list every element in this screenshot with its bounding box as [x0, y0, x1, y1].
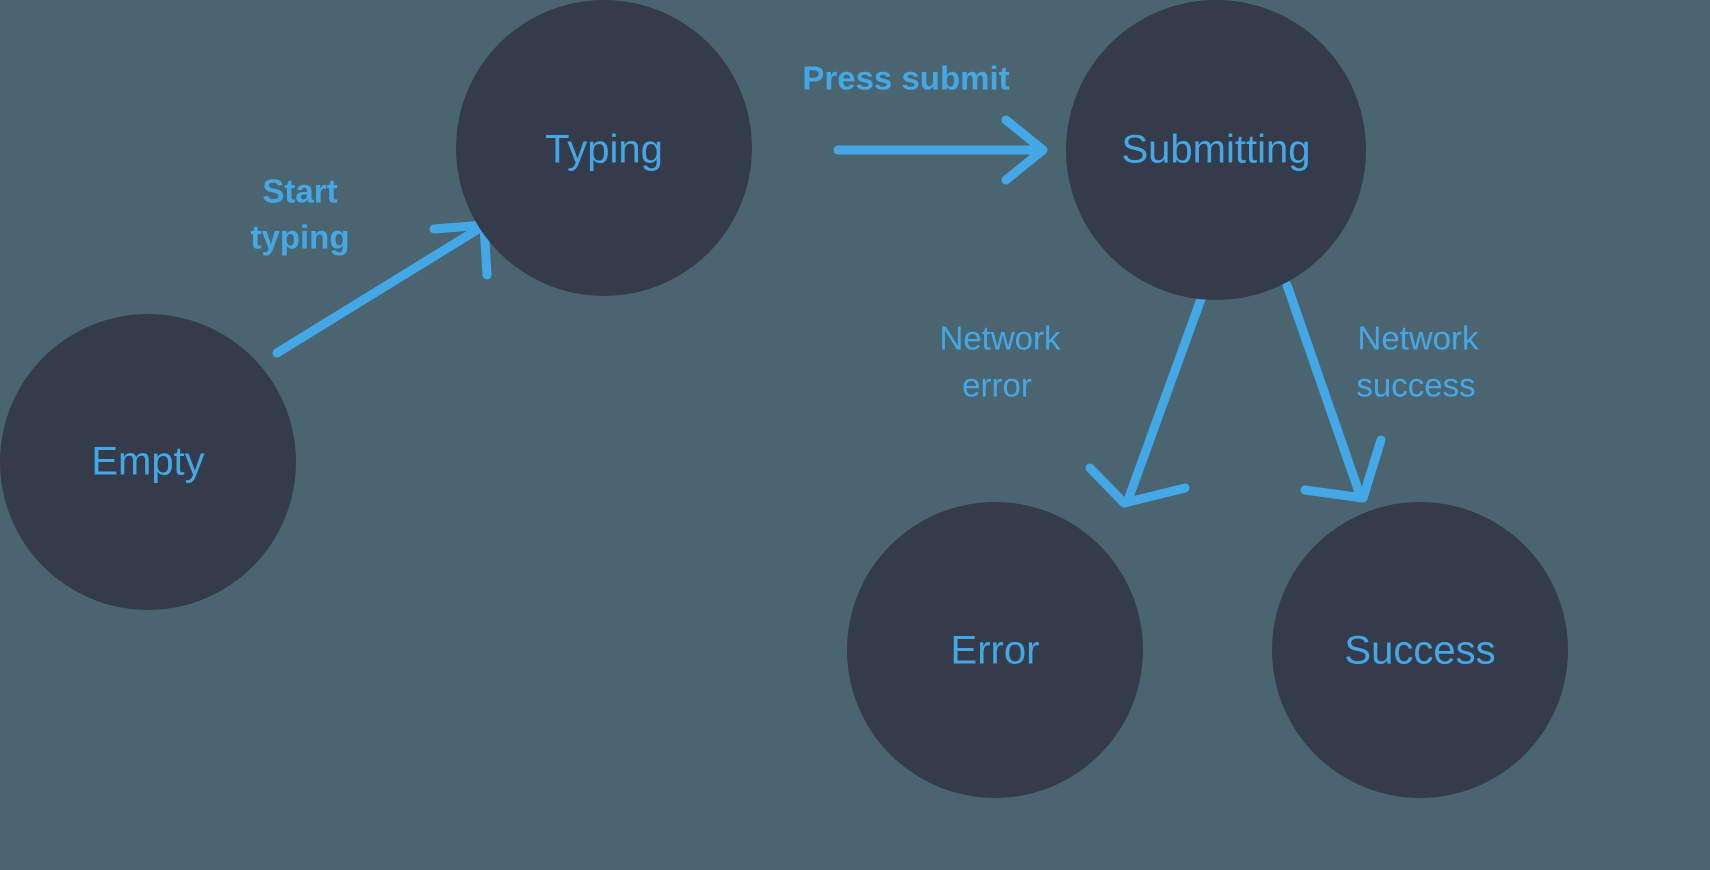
edge-label-network-success-line2: success — [1356, 367, 1475, 404]
edge-typing-to-submitting-arrowhead — [1001, 115, 1048, 185]
state-node-empty[interactable]: Empty — [0, 314, 296, 610]
state-node-typing[interactable]: Typing — [456, 0, 752, 296]
edge-submitting-to-error[interactable] — [1085, 283, 1210, 508]
edge-label-start-typing-line2: typing — [251, 219, 350, 256]
state-node-success-label: Success — [1344, 629, 1495, 673]
state-node-submitting-circle — [1066, 0, 1366, 300]
edge-label-press-submit: Press submit — [802, 60, 1009, 97]
edge-submitting-to-error-line — [1123, 283, 1210, 505]
edge-label-start-typing-line1: Start — [262, 173, 337, 210]
edge-label-network-error: Network error — [939, 320, 1061, 404]
edge-label-network-error-line1: Network — [939, 320, 1061, 357]
edge-submitting-to-error-arrowhead — [1085, 463, 1190, 508]
state-node-error-circle — [847, 502, 1143, 798]
state-node-empty-label: Empty — [91, 440, 204, 484]
state-node-success-circle — [1272, 502, 1568, 798]
edge-submitting-to-success-line — [1282, 280, 1365, 500]
edge-label-network-error-line2: error — [962, 367, 1032, 404]
edge-empty-to-typing-line — [272, 223, 485, 358]
edge-label-network-success-line1: Network — [1357, 320, 1479, 357]
edge-label-press-submit-line1: Press submit — [802, 60, 1009, 97]
state-node-submitting-label: Submitting — [1122, 128, 1311, 172]
state-node-typing-label: Typing — [545, 128, 663, 172]
state-node-submitting[interactable]: Submitting — [1066, 0, 1366, 300]
state-node-error[interactable]: Error — [847, 502, 1143, 798]
edge-typing-to-submitting[interactable] — [833, 115, 1048, 185]
state-node-error-label: Error — [951, 629, 1040, 673]
edge-submitting-to-success-arrowhead — [1300, 435, 1386, 503]
edge-label-network-success: Network success — [1356, 320, 1479, 404]
state-node-empty-circle — [0, 314, 296, 610]
edge-label-start-typing: Start typing — [251, 173, 350, 256]
edge-submitting-to-success[interactable] — [1282, 280, 1386, 503]
state-node-typing-circle — [456, 0, 752, 296]
state-node-success[interactable]: Success — [1272, 502, 1568, 798]
